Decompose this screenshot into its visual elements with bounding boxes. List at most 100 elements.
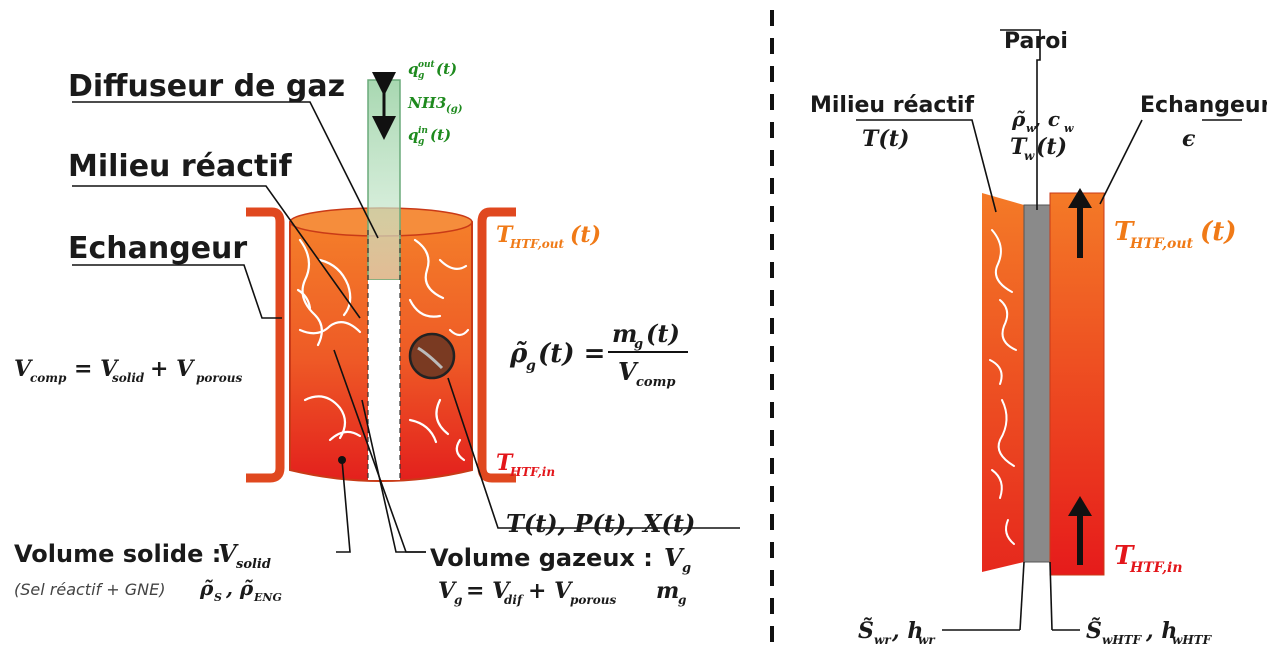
htf-in-label-left: T HTF,in <box>496 450 555 479</box>
svg-text:comp: comp <box>636 375 675 390</box>
svg-text:ρ̃: ρ̃ <box>1011 107 1026 131</box>
svg-text:(t): (t) <box>1200 217 1237 247</box>
svg-text:ρ̃: ρ̃ <box>199 576 214 600</box>
svg-text:, h: , h <box>1145 618 1177 644</box>
gas-volume-equation: V g = V dif + V porous m g <box>438 578 686 607</box>
svg-text:wHTF: wHTF <box>1172 633 1213 647</box>
svg-text:(g): (g) <box>446 104 463 115</box>
svg-text:HTF,out: HTF,out <box>1129 236 1194 252</box>
htf-out-label-left: T HTF,out (t) <box>496 222 601 251</box>
svg-text:, ρ̃: , ρ̃ <box>225 576 254 600</box>
zoom-circle <box>408 332 456 380</box>
label-effectiveness: ϵ <box>1182 126 1196 152</box>
svg-text:+ V: + V <box>150 356 195 382</box>
svg-text:V: V <box>218 539 239 568</box>
svg-text:V: V <box>664 543 685 572</box>
svg-text:g: g <box>418 137 424 147</box>
label-reactive-right: Milieu réactif <box>810 93 974 118</box>
svg-text:T: T <box>496 222 514 248</box>
reactive-slab <box>982 193 1024 572</box>
svg-text:wr: wr <box>918 633 936 647</box>
exchanger-pipe-right <box>477 207 516 483</box>
svg-text:wr: wr <box>874 633 892 647</box>
density-equation: ρ̃ g (t) = m g (t) V comp <box>509 319 688 390</box>
exchanger-pipe-left <box>246 207 285 483</box>
svg-text:= V: = V <box>74 356 119 382</box>
svg-text:(t): (t) <box>1036 134 1067 160</box>
label-reactive-temp: T(t) <box>862 126 909 152</box>
leader-lines <box>72 101 740 553</box>
label-exchanger: Echangeur <box>68 231 247 266</box>
gas-out-label: q out g (t) <box>408 60 457 81</box>
label-reactive-medium: Milieu réactif <box>68 149 293 184</box>
svg-text:w: w <box>1064 122 1074 135</box>
svg-text:g: g <box>634 337 643 352</box>
svg-text:q: q <box>408 60 419 78</box>
svg-text:g: g <box>418 71 424 81</box>
svg-text:HTF,in: HTF,in <box>1129 560 1183 576</box>
svg-text:(t): (t) <box>570 222 601 248</box>
gas-diffuser-tube-bottom <box>368 280 400 480</box>
svg-text:(t) =: (t) = <box>538 339 605 369</box>
svg-text:HTF,in: HTF,in <box>509 465 555 479</box>
exchange-whtf-label: S̃ wHTF , h wHTF <box>1086 618 1213 647</box>
gas-volume-label: Volume gazeux : V g <box>430 543 691 576</box>
reactive-veins <box>296 238 470 462</box>
svg-text:m: m <box>656 578 679 604</box>
svg-text:ENG: ENG <box>253 591 282 604</box>
svg-text:T: T <box>1114 541 1135 571</box>
svg-text:comp: comp <box>30 371 67 385</box>
wall-temperature: T w (t) <box>1010 134 1067 163</box>
svg-text:w: w <box>1024 149 1035 163</box>
svg-text:V: V <box>618 357 639 386</box>
svg-text:ρ̃: ρ̃ <box>509 339 528 369</box>
nh3-label: NH3 (g) <box>407 94 463 115</box>
svg-text:, h: , h <box>891 618 923 644</box>
svg-text:+ V: + V <box>528 578 573 604</box>
svg-text:T: T <box>496 450 514 476</box>
exchange-wr-label: S̃ wr , h wr <box>858 618 936 647</box>
svg-text:HTF,out: HTF,out <box>509 237 564 251</box>
svg-text:Volume gazeux :: Volume gazeux : <box>430 544 653 572</box>
svg-text:, c: , c <box>1033 107 1060 131</box>
state-variables: T(t), P(t), X(t) <box>506 509 695 538</box>
solid-detail-label: (Sel réactif + GNE) ρ̃ S , ρ̃ ENG <box>14 576 282 604</box>
svg-text:V: V <box>438 578 457 604</box>
label-exchanger-right: Echangeur <box>1140 93 1267 118</box>
svg-text:T: T <box>1010 134 1028 160</box>
svg-text:w: w <box>1026 122 1036 135</box>
svg-text:(t): (t) <box>430 126 451 144</box>
svg-text:S̃: S̃ <box>1086 618 1102 644</box>
svg-text:m: m <box>612 319 637 348</box>
svg-text:dif: dif <box>504 593 524 607</box>
htf-out-label-right: T HTF,out (t) <box>1114 217 1237 252</box>
svg-text:V: V <box>14 356 33 382</box>
svg-text:(Sel réactif + GNE): (Sel réactif + GNE) <box>14 580 165 599</box>
svg-text:solid: solid <box>236 557 271 572</box>
svg-text:g: g <box>678 593 686 607</box>
svg-text:Volume solide :: Volume solide : <box>14 540 221 568</box>
wall-slab <box>1023 204 1051 563</box>
svg-text:S̃: S̃ <box>858 618 874 644</box>
label-wall: Paroi <box>1004 29 1068 54</box>
gas-in-label: q in g (t) <box>408 126 451 147</box>
vcomp-equation: V comp = V solid + V porous <box>14 356 242 385</box>
svg-text:NH3: NH3 <box>407 94 446 112</box>
svg-text:porous: porous <box>570 593 616 607</box>
svg-text:g: g <box>526 358 536 374</box>
htf-in-label-right: T HTF,in <box>1114 541 1183 576</box>
svg-text:(t): (t) <box>646 319 680 348</box>
wall-properties: ρ̃ w , c w <box>1011 107 1074 135</box>
svg-text:porous: porous <box>196 371 242 385</box>
svg-text:S: S <box>214 591 222 604</box>
svg-text:in: in <box>418 126 428 136</box>
svg-text:= V: = V <box>466 578 511 604</box>
svg-text:(t): (t) <box>436 60 457 78</box>
left-diagram <box>72 72 740 553</box>
right-diagram <box>856 29 1242 631</box>
solid-volume-label: Volume solide : V solid <box>14 539 271 572</box>
svg-text:out: out <box>418 60 436 70</box>
svg-text:g: g <box>682 561 691 576</box>
svg-text:T: T <box>1114 217 1135 247</box>
